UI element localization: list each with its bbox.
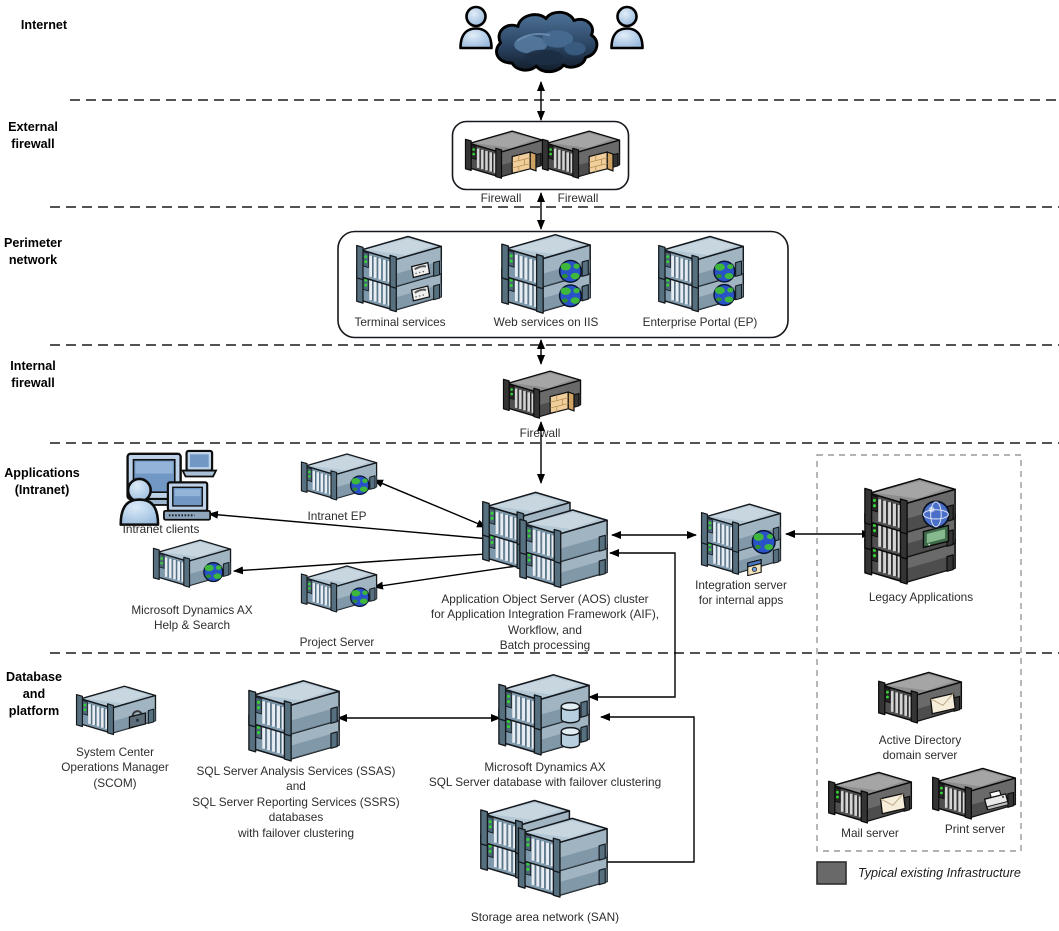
scom-label: System Center Operations Manager (SCOM) bbox=[61, 745, 169, 790]
internet-user-icon bbox=[456, 4, 496, 50]
terminal-services-server-icon bbox=[354, 232, 444, 313]
firewall-left-label: Firewall bbox=[480, 191, 522, 205]
connector-aos-intranet-clients bbox=[208, 510, 502, 544]
legend-swatch bbox=[816, 861, 847, 885]
zone-label-perimeter-network: Perimeter network bbox=[3, 236, 63, 267]
zone-label-external-firewall: External firewall bbox=[8, 120, 58, 151]
scom-server-icon bbox=[74, 682, 158, 736]
legacy-applications-label: Legacy Applications bbox=[868, 590, 974, 604]
internet-cloud-icon bbox=[488, 8, 604, 82]
intranet-clients-label: Intranet clients bbox=[122, 522, 200, 536]
mail-server-label: Mail server bbox=[841, 826, 899, 840]
zone-label-internet: Internet bbox=[20, 18, 68, 32]
aos-cluster-label: Application Object Server (AOS) cluster … bbox=[430, 592, 660, 653]
perimeter-network-group-box bbox=[337, 230, 789, 339]
active-directory-label: Active Directory domain server bbox=[878, 733, 962, 763]
print-server-label: Print server bbox=[944, 822, 1006, 836]
intranet-clients-icon bbox=[102, 446, 220, 527]
print-server-icon bbox=[930, 764, 1018, 820]
ax-sql-label: Microsoft Dynamics AX SQL Server databas… bbox=[428, 760, 662, 790]
external-firewall-right-icon bbox=[540, 127, 622, 180]
intranet-ep-label: Intranet EP bbox=[307, 509, 367, 523]
integration-server-label: Integration server for internal apps bbox=[695, 578, 787, 608]
aos-cluster-icon bbox=[479, 484, 609, 590]
san-cluster-icon bbox=[477, 792, 609, 900]
zone-label-internal-firewall: Internal firewall bbox=[10, 359, 56, 390]
integration-server-icon bbox=[699, 500, 783, 577]
existing-infrastructure-group-box bbox=[816, 454, 1022, 852]
ssas-ssrs-label: SQL Server Analysis Services (SSAS) and … bbox=[192, 764, 400, 840]
internal-firewall-label: Firewall bbox=[519, 426, 561, 440]
mail-server-icon bbox=[826, 768, 914, 824]
ssas-ssrs-server-icon bbox=[246, 676, 342, 762]
external-firewall-group-box bbox=[451, 120, 630, 191]
active-directory-server-icon bbox=[876, 668, 964, 724]
san-label: Storage area network (SAN) bbox=[470, 910, 620, 924]
ax-sql-server-icon bbox=[496, 670, 592, 756]
connector-aos-project-server bbox=[373, 561, 531, 590]
web-services-label: Web services on IIS bbox=[493, 315, 599, 329]
enterprise-portal-server-icon bbox=[656, 232, 746, 313]
web-services-server-icon bbox=[499, 230, 593, 315]
external-firewall-left-icon bbox=[463, 127, 545, 180]
legend-label: Typical existing Infrastructure bbox=[858, 866, 1021, 880]
firewall-right-label: Firewall bbox=[557, 191, 599, 205]
project-server-icon bbox=[299, 562, 379, 613]
help-search-server-icon bbox=[151, 536, 233, 589]
legacy-applications-server-icon bbox=[862, 474, 958, 585]
terminal-services-label: Terminal services bbox=[354, 315, 446, 329]
connector-aos-ax-sql bbox=[588, 549, 676, 701]
internal-firewall-icon bbox=[501, 367, 583, 420]
connector-aos-intranet-ep bbox=[373, 479, 487, 528]
internet-user-icon bbox=[607, 4, 647, 50]
project-server-label: Project Server bbox=[299, 635, 375, 649]
intranet-ep-server-icon bbox=[299, 450, 379, 501]
zone-label-database-platform: Database and platform bbox=[5, 670, 63, 718]
enterprise-portal-label: Enterprise Portal (EP) bbox=[642, 315, 758, 329]
help-search-label: Microsoft Dynamics AX Help & Search bbox=[131, 603, 253, 633]
zone-label-applications: Applications (Intranet) bbox=[4, 466, 80, 497]
